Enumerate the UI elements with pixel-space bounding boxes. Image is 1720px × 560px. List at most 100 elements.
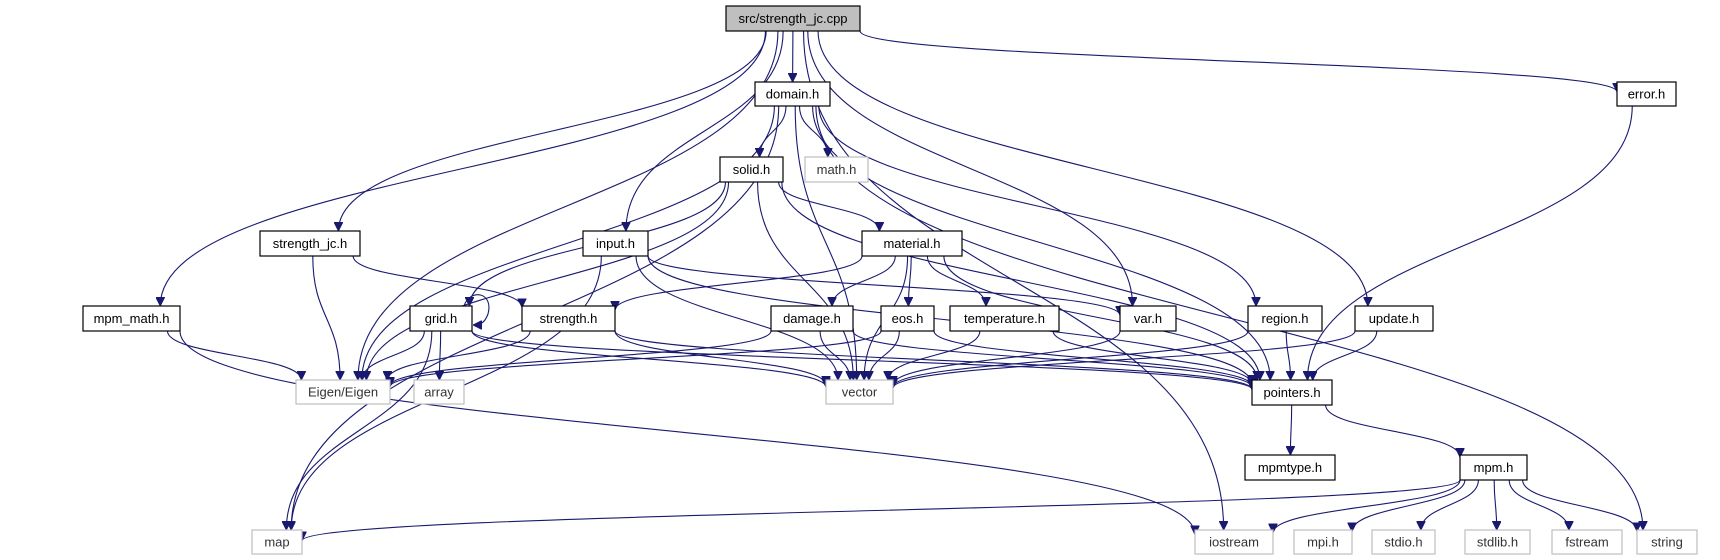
node-mpmtype-h[interactable]: mpmtype.h: [1244, 454, 1336, 481]
node-label: string: [1651, 535, 1683, 550]
edge-damage-h-to-pointers-h: [852, 330, 1252, 388]
node-box: [1251, 379, 1333, 406]
edge-mpm-h-to-map: [302, 479, 1461, 542]
node-strength-jc-cpp[interactable]: src/strength_jc.cpp: [725, 5, 861, 32]
node-label: vector: [842, 385, 878, 400]
node-box: [1244, 454, 1336, 481]
edge-update-h-to-pointers-h: [1313, 330, 1378, 381]
node-label: temperature.h: [964, 311, 1045, 326]
node-input-h[interactable]: input.h: [582, 230, 649, 257]
node-iostream: iostream: [1194, 529, 1274, 555]
node-label: var.h: [1134, 311, 1162, 326]
node-label: material.h: [883, 236, 940, 251]
node-update-h[interactable]: update.h: [1354, 305, 1434, 332]
node-label: pointers.h: [1263, 385, 1320, 400]
node-label: mpi.h: [1307, 535, 1339, 550]
node-label: fstream: [1565, 535, 1608, 550]
edge-input-h-to-var-h: [647, 255, 1120, 316]
node-solid-h[interactable]: solid.h: [719, 156, 784, 183]
node-eos-h[interactable]: eos.h: [880, 305, 935, 332]
edge-strength-jc-h-to-strength-h: [352, 255, 522, 308]
node-label: iostream: [1209, 535, 1259, 550]
node-strength-jc-h[interactable]: strength_jc.h: [259, 230, 361, 257]
node-eigen: Eigen/Eigen: [295, 379, 391, 405]
edge-domain-h-to-eigen: [362, 105, 775, 380]
edge-mpm-h-to-string: [1522, 479, 1637, 532]
node-box: [1371, 529, 1436, 555]
node-box: [1636, 529, 1698, 555]
node-stdio-h: stdio.h: [1371, 529, 1436, 555]
node-vector: vector: [825, 379, 894, 405]
node-label: strength.h: [540, 311, 598, 326]
node-label: input.h: [596, 236, 635, 251]
node-box: [582, 230, 649, 257]
node-box: [251, 529, 303, 555]
node-label: grid.h: [425, 311, 458, 326]
node-pointers-h[interactable]: pointers.h: [1251, 379, 1333, 406]
edge-strength-jc-cpp-to-strength-jc-h: [338, 30, 767, 231]
node-label: mpm_math.h: [94, 311, 170, 326]
node-mpm-h[interactable]: mpm.h: [1459, 454, 1528, 481]
edge-strength-jc-cpp-to-var-h: [807, 30, 1133, 306]
edge-domain-h-to-region-h: [818, 105, 1256, 306]
edge-update-h-to-vector: [893, 330, 1356, 389]
edge-damage-h-to-eigen: [390, 330, 772, 387]
node-var-h[interactable]: var.h: [1119, 305, 1177, 332]
edge-solid-h-to-eigen: [366, 181, 730, 380]
edge-solid-h-to-vector: [757, 181, 854, 380]
edges-layer: [160, 30, 1643, 542]
node-label: solid.h: [733, 162, 771, 177]
edge-strength-jc-cpp-to-update-h: [817, 30, 1368, 306]
node-box: [1459, 454, 1528, 481]
node-box: [1293, 529, 1353, 555]
edge-grid-h-to-grid-h: [463, 294, 490, 325]
node-box: [719, 156, 784, 183]
node-domain-h[interactable]: domain.h: [754, 81, 831, 107]
edge-grid-h-to-pointers-h: [471, 330, 1252, 391]
node-box: [1119, 305, 1177, 332]
node-box: [861, 230, 963, 257]
node-label: damage.h: [783, 311, 841, 326]
node-label: Eigen/Eigen: [308, 385, 378, 400]
node-label: strength_jc.h: [273, 236, 347, 251]
node-error-h[interactable]: error.h: [1616, 81, 1677, 107]
node-label: domain.h: [766, 87, 819, 102]
edge-material-h-to-strength-h: [615, 255, 863, 311]
edge-mpm-h-to-stdlib-h: [1494, 479, 1497, 530]
edge-region-h-to-pointers-h: [1285, 330, 1290, 380]
node-box: [949, 305, 1060, 332]
edge-mpm-h-to-mpi-h: [1352, 479, 1466, 532]
edge-grid-h-to-array: [439, 330, 440, 380]
node-string: string: [1636, 529, 1698, 555]
edge-grid-h-to-vector: [471, 330, 826, 388]
node-box: [1551, 529, 1623, 555]
node-grid-h[interactable]: grid.h: [409, 305, 473, 332]
node-box: [521, 305, 616, 332]
edge-damage-h-to-vector: [819, 330, 850, 380]
edge-domain-h-to-string: [815, 105, 1643, 530]
node-strength-h[interactable]: strength.h: [521, 305, 616, 332]
node-box: [259, 230, 361, 257]
edge-material-h-to-eos-h: [908, 255, 911, 306]
node-temperature-h[interactable]: temperature.h: [949, 305, 1060, 332]
node-region-h[interactable]: region.h: [1247, 305, 1323, 332]
node-label: array: [424, 385, 454, 400]
node-box: [82, 305, 181, 332]
edge-mpm-h-to-fstream: [1508, 479, 1569, 531]
node-box: [825, 379, 894, 405]
edge-material-h-to-temperature-h: [926, 255, 986, 307]
node-label: mpm.h: [1474, 460, 1514, 475]
node-label: error.h: [1628, 87, 1666, 102]
node-map: map: [251, 529, 303, 555]
node-material-h[interactable]: material.h: [861, 230, 963, 257]
edge-domain-h-to-solid-h: [760, 105, 787, 157]
node-mpm-math-h[interactable]: mpm_math.h: [82, 305, 181, 332]
edge-mpm-math-h-to-iostream: [179, 330, 1195, 535]
node-label: eos.h: [892, 311, 924, 326]
edge-strength-jc-cpp-to-mpm-math-h: [160, 30, 766, 306]
node-box: [1247, 305, 1323, 332]
edge-domain-h-to-math-h: [798, 105, 827, 157]
node-damage-h[interactable]: damage.h: [770, 305, 854, 332]
node-label: stdio.h: [1384, 535, 1422, 550]
